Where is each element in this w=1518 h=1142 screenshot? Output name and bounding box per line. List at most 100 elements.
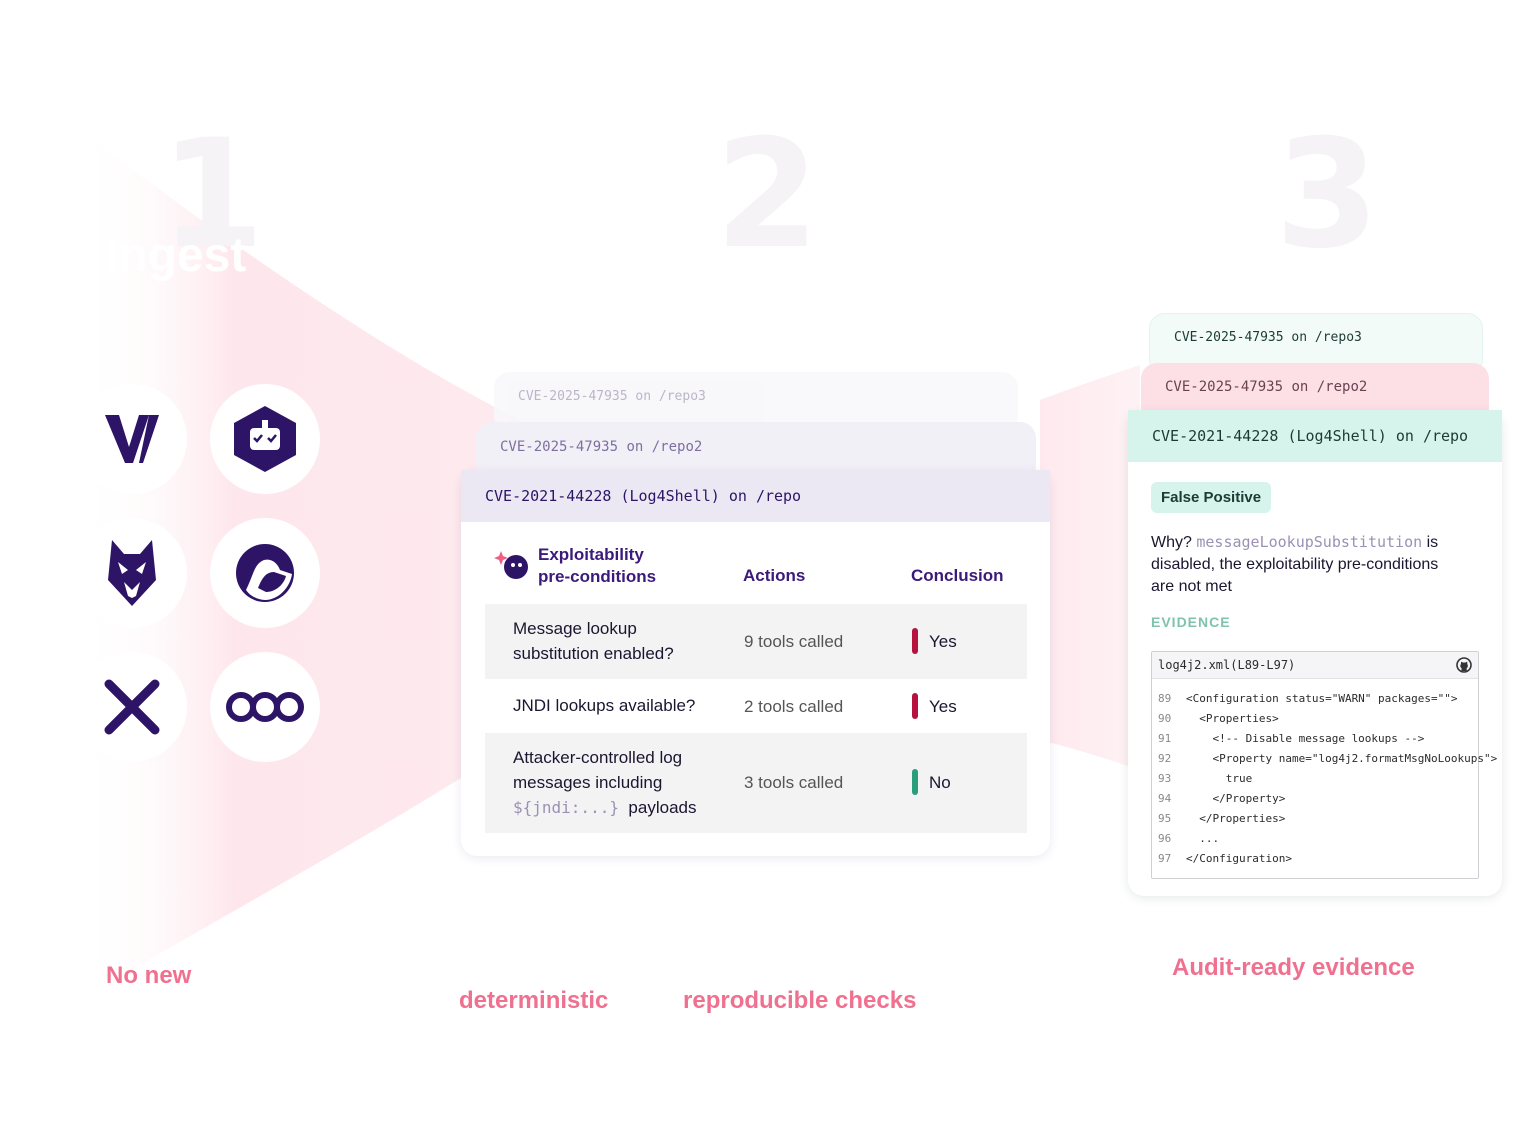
on-label: on	[626, 439, 644, 455]
text-line: substitution enabled?	[513, 644, 674, 663]
precondition-text: Attacker-controlled log messages includi…	[513, 745, 696, 820]
line-number: 89	[1158, 692, 1172, 705]
line-number: 93	[1158, 772, 1172, 785]
on-label: on	[1291, 379, 1309, 395]
line-text: <!-- Disable message lookups -->	[1186, 732, 1425, 745]
caption-middle-1: deterministic	[459, 987, 609, 1014]
code-evidence-box: log4j2.xml(L89-L97) 89<Configuration sta…	[1151, 651, 1497, 879]
duck-logo-icon	[210, 518, 320, 628]
precondition-text: Message lookup substitution enabled?	[513, 616, 674, 666]
v-logo-icon	[77, 384, 187, 494]
code-line: 93 true	[1158, 772, 1252, 785]
code-line: 96 ...	[1158, 832, 1219, 845]
cve-id: CVE-2025-47935	[1174, 330, 1284, 345]
line-number: 96	[1158, 832, 1172, 845]
line-number: 94	[1158, 792, 1172, 805]
code-line: 92 <Property name="log4j2.formatMsgNoLoo…	[1158, 752, 1497, 765]
cve-id: CVE-2021-44228 (Log4Shell)	[485, 487, 720, 505]
line-text: </Properties>	[1186, 812, 1286, 825]
code-line: 97 </Configuration>	[1158, 852, 1292, 865]
repo-name: /repo2	[651, 439, 703, 455]
cve-id: CVE-2025-47935	[518, 389, 628, 404]
step-number-3: 3	[1275, 108, 1380, 282]
status-bar	[912, 693, 918, 719]
text-fragment: payloads	[628, 798, 697, 817]
why-line: Why? messageLookupSubstitution is	[1151, 531, 1491, 554]
line-text: <Property name="log4j2.formatMsgNoLookup…	[1186, 752, 1498, 765]
step-word-1: Ingest	[105, 229, 247, 282]
step-number-1: 1	[160, 108, 265, 282]
code-lines: 89<Configuration status="WARN" packages=…	[1152, 678, 1497, 878]
right-front-card: CVE-2021-44228 (Log4Shell) on /repo Fals…	[1128, 410, 1502, 896]
table-row: JNDI lookups available? 2 tools called Y…	[485, 679, 1027, 733]
repo-name: /repo3	[1314, 330, 1362, 345]
text-line: Message lookup	[513, 619, 637, 638]
line-number: 95	[1158, 812, 1172, 825]
caption-right: Audit-ready evidence	[1172, 954, 1415, 981]
why-label: Why?	[1151, 534, 1192, 551]
caption-left: No new	[106, 962, 192, 989]
text-fragment: is	[1426, 534, 1439, 551]
conclusion-value: Yes	[929, 632, 957, 651]
caption-middle-2: reproducible checks	[683, 987, 917, 1014]
three-rings-icon	[210, 652, 320, 762]
card-header: CVE-2021-44228 (Log4Shell) on /repo	[1128, 410, 1502, 462]
line-text: </Configuration>	[1186, 852, 1292, 865]
middle-front-card: CVE-2021-44228 (Log4Shell) on /repo Expl…	[461, 470, 1050, 856]
step-number-2: 2	[715, 108, 820, 282]
table-row: Attacker-controlled log messages includi…	[485, 733, 1027, 833]
line-text: true	[1186, 772, 1253, 785]
why-line: are not met	[1151, 578, 1232, 595]
status-bar	[912, 628, 918, 654]
jndi-code: ${jndi:...}	[513, 798, 619, 817]
cve-id: CVE-2025-47935	[500, 439, 619, 455]
code-line: 89<Configuration status="WARN" packages=…	[1158, 692, 1458, 705]
text-line: ${jndi:...} payloads	[513, 795, 696, 820]
text-line: messages including	[513, 773, 663, 792]
cve-id: CVE-2021-44228 (Log4Shell)	[1152, 427, 1387, 445]
actions-count: 2 tools called	[744, 697, 844, 716]
code-line: 94 </Property>	[1158, 792, 1285, 805]
bot-hex-icon	[210, 384, 320, 494]
text-line: Attacker-controlled log	[513, 748, 683, 767]
repo-name: /repo	[1422, 427, 1469, 445]
line-number: 97	[1158, 852, 1172, 865]
status-bar	[912, 769, 918, 795]
code-line: 91 <!-- Disable message lookups -->	[1158, 732, 1424, 745]
precondition-text: JNDI lookups available?	[513, 696, 696, 715]
header-line: pre-conditions	[538, 567, 657, 586]
actions-header: Actions	[743, 566, 806, 585]
line-text: </Property>	[1186, 792, 1286, 805]
line-text: ...	[1186, 832, 1220, 845]
on-label: on	[728, 487, 747, 505]
why-line: disabled, the exploitability pre-conditi…	[1151, 556, 1439, 573]
code-line: 95 </Properties>	[1158, 812, 1285, 825]
table-row: Message lookup substitution enabled? 9 t…	[485, 604, 1027, 679]
evidence-label: EVIDENCE	[1151, 614, 1231, 630]
github-icon[interactable]	[1456, 657, 1472, 673]
wolf-logo-icon	[77, 518, 187, 628]
actions-count: 9 tools called	[744, 632, 844, 651]
line-text: <Properties>	[1186, 712, 1279, 725]
repo-name: /repo2	[1316, 379, 1368, 395]
code-line: 90 <Properties>	[1158, 712, 1279, 725]
on-label: on	[1395, 427, 1414, 445]
x-logo-icon	[77, 652, 187, 762]
line-number: 90	[1158, 712, 1172, 725]
on-label: on	[635, 389, 652, 404]
on-label: on	[1291, 330, 1308, 345]
setting-code: messageLookupSubstitution	[1196, 533, 1423, 551]
card-header: CVE-2021-44228 (Log4Shell) on /repo	[461, 470, 1050, 522]
ghost-mascot-icon	[494, 551, 528, 579]
cve-id: CVE-2025-47935	[1165, 379, 1284, 395]
conclusion-header: Conclusion	[911, 566, 1004, 585]
file-name[interactable]: log4j2.xml(L89-L97)	[1158, 658, 1296, 672]
code-file-header: log4j2.xml(L89-L97)	[1152, 652, 1478, 679]
preconditions-header: Exploitability pre-conditions	[538, 544, 656, 588]
header-line: Exploitability	[538, 545, 644, 564]
line-number: 91	[1158, 732, 1172, 745]
conclusion-value: No	[929, 773, 951, 792]
repo-name: /repo3	[658, 389, 706, 404]
false-positive-badge: False Positive	[1151, 482, 1272, 513]
conclusion-value: Yes	[929, 697, 957, 716]
